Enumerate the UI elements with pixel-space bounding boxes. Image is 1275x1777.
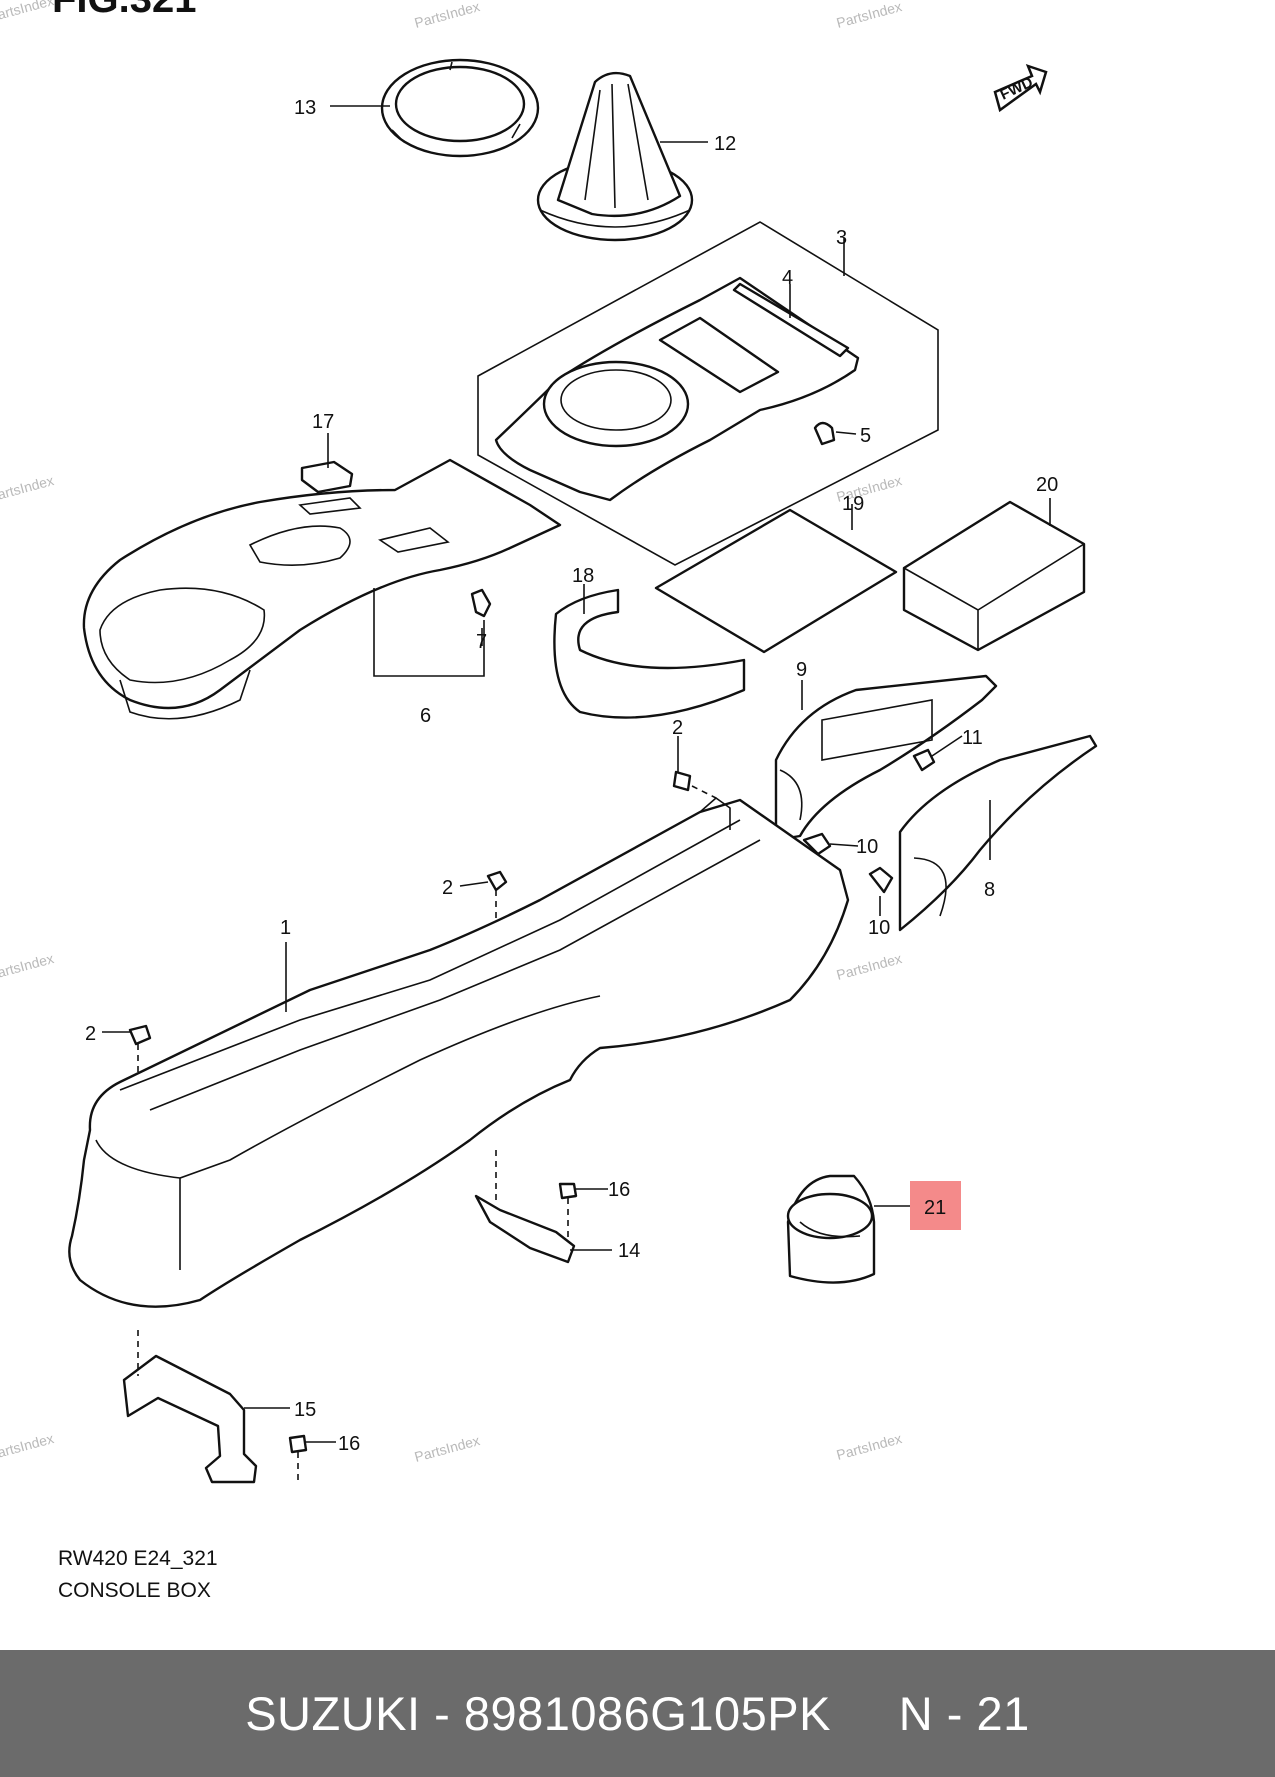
part-4-strip: [732, 282, 850, 358]
part-12-shift-boot: [536, 71, 694, 242]
part-19-mat: [654, 508, 898, 654]
callout-10b: 10: [868, 917, 890, 939]
watermark: PartsIndex: [0, 472, 55, 505]
callout-17: 17: [312, 411, 334, 433]
part-20-box: [902, 500, 1086, 652]
part-8-side-cover: [898, 734, 1098, 932]
watermark: PartsIndex: [0, 950, 55, 983]
footer-brand: SUZUKI: [245, 1687, 421, 1740]
callout-20: 20: [1036, 474, 1058, 496]
console-box-diagram: FIG.321 PartsIndex PartsIndex PartsIndex…: [0, 0, 1098, 1484]
watermark: PartsIndex: [835, 1430, 904, 1463]
callout-9: 9: [796, 659, 807, 681]
callout-5: 5: [860, 425, 871, 447]
footer-separator: -: [946, 1687, 963, 1740]
figure-caption: RW420 E24_321 CONSOLE BOX: [58, 1543, 218, 1607]
callout-4: 4: [782, 267, 793, 289]
callout-8: 8: [984, 879, 995, 901]
callout-16b: 16: [338, 1433, 360, 1455]
callout-11: 11: [962, 727, 983, 749]
highlight-box-21: [910, 1181, 961, 1230]
footer-separator: -: [434, 1687, 451, 1740]
part-18-trim: [553, 588, 746, 719]
part-3-bezel-box: [477, 221, 939, 566]
part-17-cap: [300, 460, 354, 494]
part-15-bracket: [122, 1330, 308, 1484]
footer-position-label: N: [898, 1687, 934, 1740]
part-16-bolt: [288, 1434, 308, 1454]
footer-part-number: 8981086G105PK: [463, 1687, 831, 1740]
part-1-console-body: [68, 796, 850, 1308]
callout-16a: 16: [608, 1179, 630, 1201]
part-10-clips: [802, 832, 894, 894]
part-5-clip: [813, 421, 836, 446]
callout-7: 7: [476, 631, 487, 653]
part-11-clip: [912, 748, 936, 772]
callout-10a: 10: [856, 836, 878, 858]
callout-2a: 2: [672, 717, 683, 739]
footer-bar: SUZUKI - 8981086G105PK N - 21: [0, 1650, 1275, 1777]
part-6-upper-panel: [82, 458, 562, 720]
watermark: PartsIndex: [0, 0, 55, 25]
watermark: PartsIndex: [0, 1430, 55, 1463]
fwd-arrow-icon: FWD: [993, 63, 1048, 113]
watermark: PartsIndex: [413, 1432, 482, 1465]
callout-18: 18: [572, 565, 594, 587]
callout-19: 19: [842, 493, 864, 515]
callout-12: 12: [714, 133, 736, 155]
part-2-screws: [128, 770, 717, 1100]
callout-2c: 2: [85, 1023, 96, 1045]
footer-position-number: 21: [976, 1687, 1030, 1740]
callout-15: 15: [294, 1399, 316, 1421]
watermark: PartsIndex: [835, 0, 904, 31]
callout-3: 3: [836, 227, 847, 249]
figure-header: FIG.321: [52, 0, 197, 21]
watermark: PartsIndex: [413, 0, 482, 31]
callout-6: 6: [420, 705, 431, 727]
part-16-bolt: [558, 1182, 578, 1200]
part-21-ash-tray: [786, 1174, 876, 1284]
figure-name: CONSOLE BOX: [58, 1579, 211, 1602]
part-7-clip: [470, 588, 492, 618]
callout-14: 14: [618, 1240, 640, 1262]
part-9-side-cover: [774, 674, 998, 842]
callout-13: 13: [294, 97, 316, 119]
part-14-bracket: [474, 1182, 578, 1264]
part-13-ring: [380, 58, 540, 158]
figure-code: RW420 E24_321: [58, 1547, 218, 1570]
callout-1: 1: [280, 917, 291, 939]
callout-2b: 2: [442, 877, 453, 899]
watermark: PartsIndex: [835, 950, 904, 983]
leader-lines: [102, 105, 1051, 1443]
callout-numbers: 13 12 3 4 5 17 19 20 18 7 6 9 11 2 10 8 …: [85, 97, 1058, 1455]
callout-21: 21: [924, 1197, 946, 1219]
